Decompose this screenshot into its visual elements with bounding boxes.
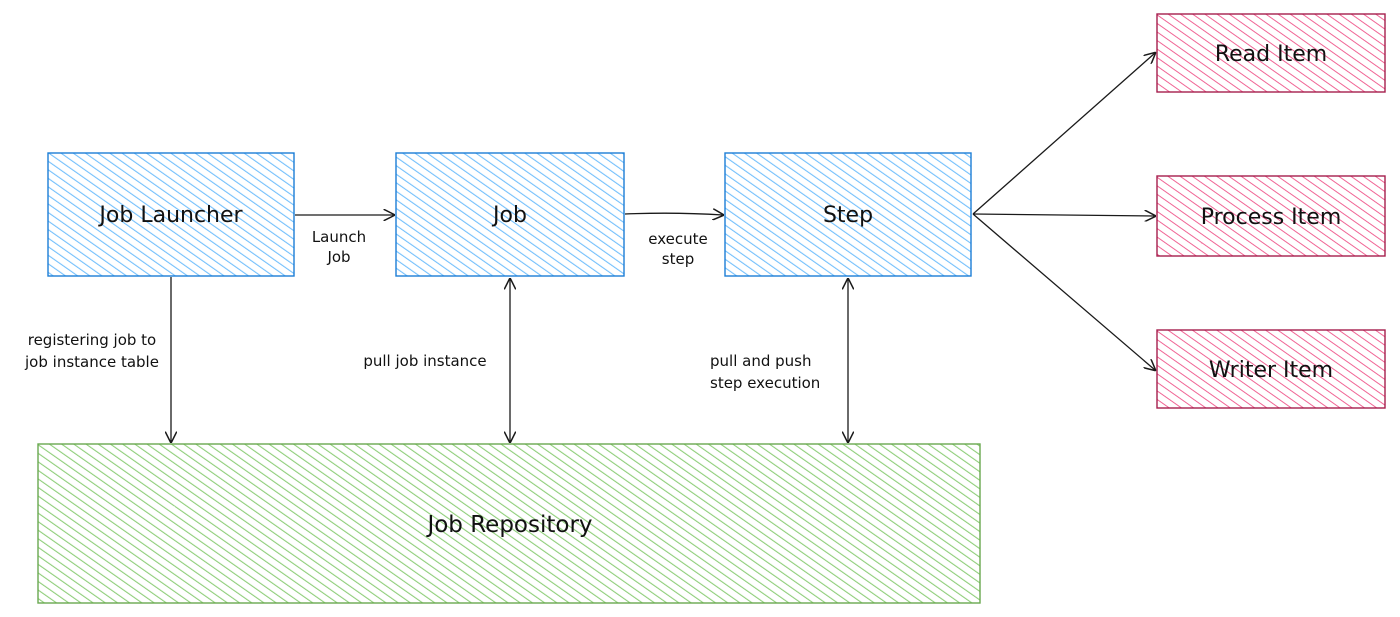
svg-text:step execution: step execution — [710, 374, 820, 392]
registering-label: registering job to job instance table — [24, 331, 159, 371]
read-item-label: Read Item — [1215, 42, 1327, 67]
process-item-node: Process Item — [1156, 175, 1386, 257]
svg-text:pull and push: pull and push — [710, 352, 811, 370]
job-launcher-node: Job Launcher — [47, 152, 295, 277]
step-to-writer-item-arrow — [972, 213, 1155, 370]
job-repository-node: Job Repository — [37, 443, 981, 604]
svg-text:registering job to: registering job to — [28, 331, 157, 349]
process-item-label: Process Item — [1201, 205, 1342, 230]
job-label: Job — [491, 203, 527, 228]
svg-text:step: step — [662, 250, 694, 268]
launch-job-label: Launch Job — [312, 228, 366, 266]
step-label: Step — [823, 203, 873, 228]
job-to-step-arrow — [624, 213, 723, 215]
step-to-process-item-arrow — [972, 214, 1155, 216]
svg-text:Launch: Launch — [312, 228, 366, 246]
step-node: Step — [724, 152, 972, 277]
svg-text:execute: execute — [648, 230, 707, 248]
step-to-read-item-arrow — [972, 53, 1155, 215]
execute-step-label: execute step — [648, 230, 707, 268]
pull-push-step-label: pull and push step execution — [710, 352, 820, 392]
read-item-node: Read Item — [1156, 13, 1386, 93]
writer-item-label: Writer Item — [1209, 358, 1333, 383]
svg-text:job instance table: job instance table — [24, 353, 159, 371]
pull-job-instance-label: pull job instance — [363, 352, 486, 370]
job-repository-label: Job Repository — [425, 512, 592, 538]
job-launcher-label: Job Launcher — [97, 203, 243, 228]
writer-item-node: Writer Item — [1156, 329, 1386, 409]
svg-text:Job: Job — [326, 248, 350, 266]
job-node: Job — [395, 152, 625, 277]
